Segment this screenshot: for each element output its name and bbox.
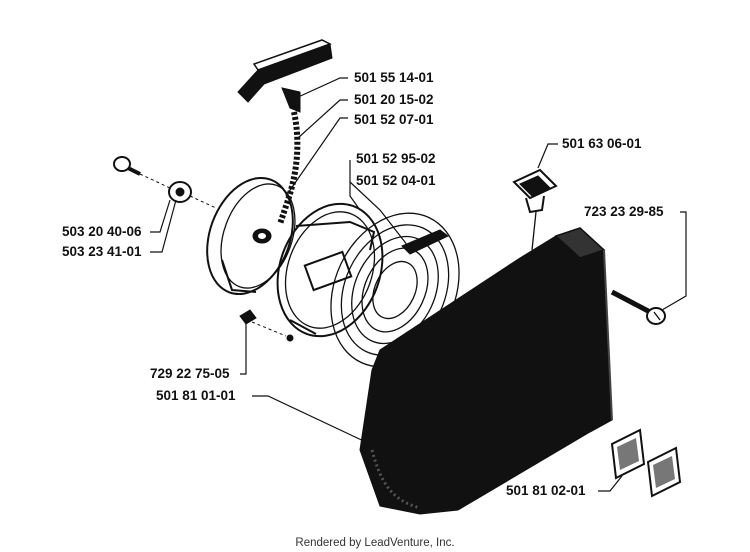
grille-right <box>646 446 682 498</box>
label-nut-small: 729 22 75-05 <box>150 366 230 381</box>
label-spring-b: 501 52 04-01 <box>356 173 436 188</box>
rendered-by-footer: Rendered by LeadVenture, Inc. <box>295 537 454 549</box>
starter-handle <box>237 39 333 113</box>
label-spring-a: 501 52 95-02 <box>356 151 436 166</box>
label-screw-left: 503 20 40-06 <box>62 224 142 239</box>
grille-left <box>610 428 646 480</box>
label-grilles: 501 81 02-01 <box>506 483 586 498</box>
label-pulley: 501 52 07-01 <box>354 112 434 127</box>
starter-pulley <box>206 176 296 296</box>
starter-rope <box>277 111 301 225</box>
right-bolt <box>610 289 666 325</box>
small-nut <box>239 309 294 342</box>
top-screw <box>512 168 558 251</box>
label-washer-left: 503 23 41-01 <box>62 244 142 259</box>
label-rope: 501 20 15-02 <box>354 92 434 107</box>
label-bolt-right: 723 23 29-85 <box>584 204 664 219</box>
label-housing: 501 81 01-01 <box>156 388 236 403</box>
label-screw-top: 501 63 06-01 <box>562 136 642 151</box>
label-handle: 501 55 14-01 <box>354 70 434 85</box>
left-washer <box>168 181 192 203</box>
starter-housing <box>359 227 613 515</box>
spring-plate <box>276 202 384 338</box>
left-screw <box>113 156 141 176</box>
leader-lines <box>150 77 687 492</box>
